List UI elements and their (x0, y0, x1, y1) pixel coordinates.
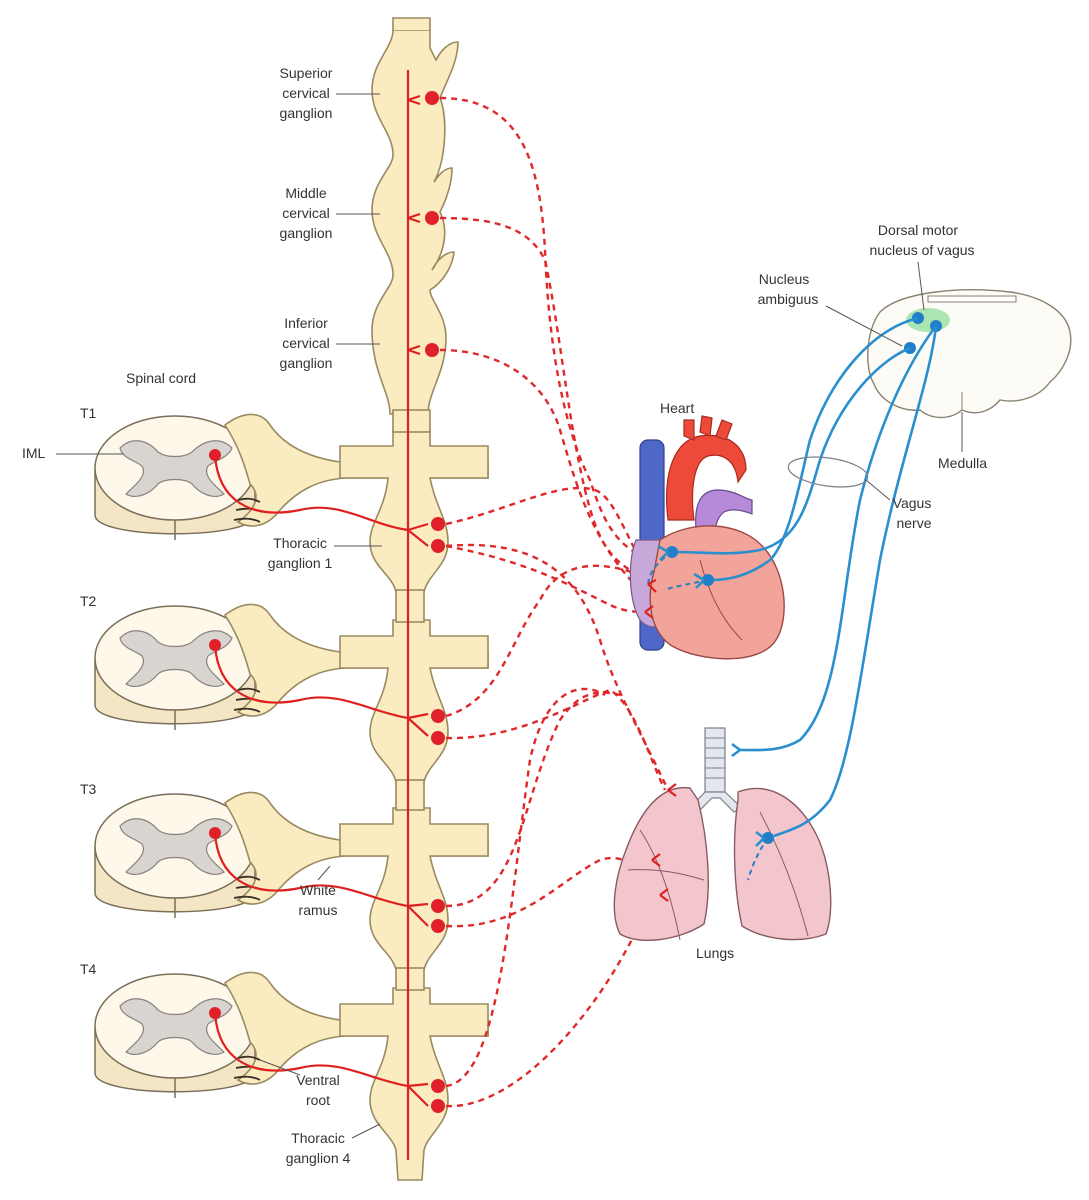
labels: Superior cervical ganglion Middle cervic… (22, 65, 987, 1166)
thoracic-ganglion-4-label-1: Thoracic (291, 1130, 345, 1146)
t3-label: T3 (80, 781, 97, 797)
dorsal-motor-nucleus-label-1: Dorsal motor (878, 222, 958, 238)
thoracic-ganglion-4-label-2: ganglion 4 (286, 1150, 351, 1166)
medulla-illustration (867, 289, 1072, 419)
nucleus-ambiguus-label-2: ambiguus (758, 291, 819, 307)
white-ramus-label-2: ramus (299, 902, 338, 918)
tracheal-rings (705, 737, 725, 779)
thoracic-ganglion-1 (339, 429, 489, 593)
heart-illustration (629, 415, 785, 660)
spinal-cord-section-t3 (94, 793, 256, 918)
thoracic-ganglion-1-label-2: ganglion 1 (268, 555, 333, 571)
iml-label: IML (22, 445, 46, 461)
vagus-nerve-label-1: Vagus (893, 495, 932, 511)
vagal-fibers (647, 316, 938, 881)
spinal-cord-section-t2 (94, 605, 256, 730)
superior-ganglion-label-3: ganglion (280, 105, 333, 121)
spinal-cord-section-t4 (94, 973, 256, 1098)
thoracic-ganglion-4 (339, 987, 489, 1181)
lungs-illustration (613, 727, 832, 941)
middle-ganglion-label-3: ganglion (280, 225, 333, 241)
thoracic-ganglion-3 (339, 807, 489, 971)
inferior-ganglion-label-2: cervical (282, 335, 329, 351)
middle-ganglion-label-1: Middle (285, 185, 326, 201)
t4-label: T4 (80, 961, 97, 977)
sympathetic-postganglionic-somata (425, 91, 445, 1113)
right-lung (613, 786, 709, 941)
lungs-label: Lungs (696, 945, 734, 961)
thoracic-ganglion-2 (339, 619, 489, 783)
segment-t3 (94, 791, 489, 971)
ventral-root-label-1: Ventral (296, 1072, 340, 1088)
superior-ganglion-label-1: Superior (280, 65, 333, 81)
middle-ganglion-label-2: cervical (282, 205, 329, 221)
t1-label: T1 (80, 405, 97, 421)
medulla-label: Medulla (938, 455, 987, 471)
sympathetic-endings (644, 579, 677, 902)
left-lung (733, 787, 832, 941)
inferior-ganglion-label-3: ganglion (280, 355, 333, 371)
chain-connectors (392, 409, 431, 991)
aorta (666, 434, 747, 521)
cervical-chain-body (371, 29, 459, 415)
t2-label: T2 (80, 593, 97, 609)
ventricles (649, 525, 785, 660)
chain-top-stub (392, 17, 431, 30)
spinal-cord-label: Spinal cord (126, 370, 196, 386)
sympathetic-postganglionic-fibers (439, 96, 670, 1108)
vagus-nerve-label-2: nerve (896, 515, 931, 531)
segment-t2 (94, 603, 489, 783)
heart-label: Heart (660, 400, 694, 416)
superior-ganglion-label-2: cervical (282, 85, 329, 101)
inferior-ganglion-label-1: Inferior (284, 315, 328, 331)
cervical-sympathetic-chain (371, 17, 459, 415)
thoracic-ganglion-1-label-1: Thoracic (273, 535, 327, 551)
nucleus-ambiguus-label-1: Nucleus (759, 271, 810, 287)
segment-t4 (94, 971, 489, 1181)
ventral-root-label-2: root (306, 1092, 330, 1108)
dorsal-motor-nucleus-label-2: nucleus of vagus (869, 242, 974, 258)
white-ramus-label-1: White (300, 882, 336, 898)
sympathetic-preganglionic-fibers (209, 70, 429, 1160)
